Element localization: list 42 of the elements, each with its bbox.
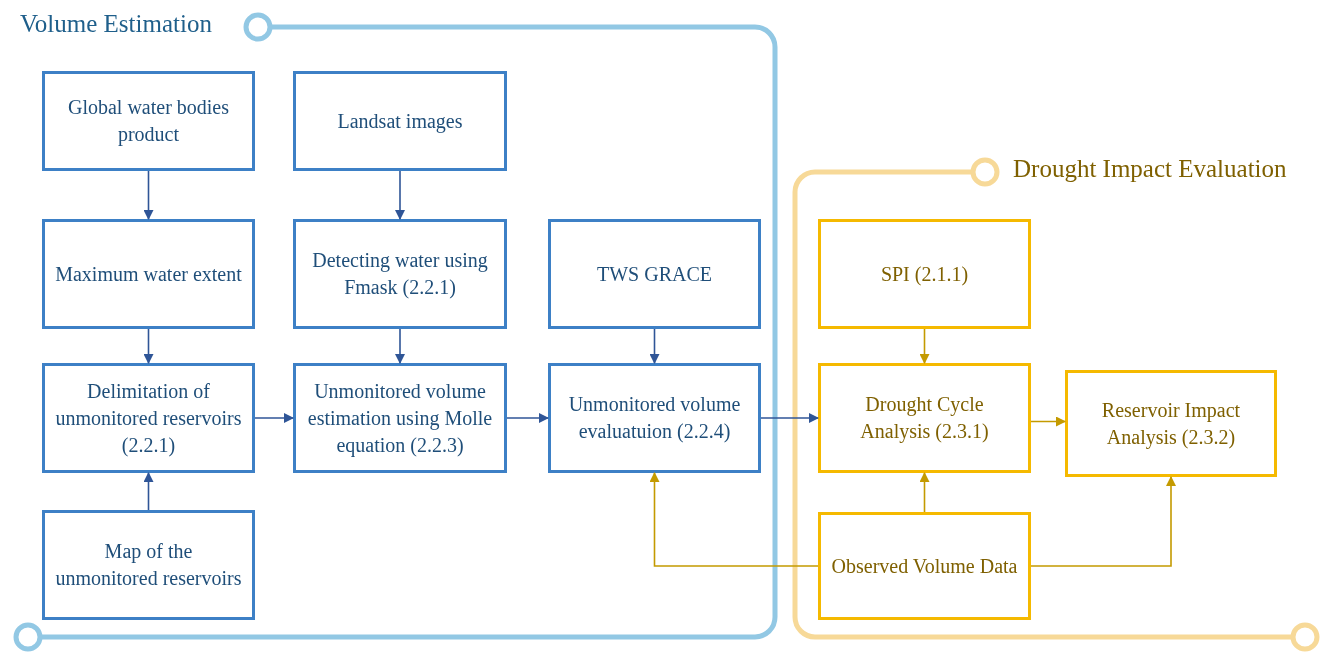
box-label: Detecting water using Fmask (2.2.1) xyxy=(311,248,489,301)
box-label: Global water bodies product xyxy=(66,95,231,148)
arrow xyxy=(143,472,154,511)
process-box xyxy=(42,510,255,620)
group-title: Drought Impact Evaluation xyxy=(1013,156,1287,181)
box-label: SPI (2.1.1) xyxy=(880,261,969,288)
arrow xyxy=(506,413,549,423)
arrow xyxy=(760,413,819,423)
process-box xyxy=(42,363,255,473)
box-label: Map of the unmonitored reservoirs xyxy=(54,539,243,591)
box-label: Delimitation of unmonitored reservoirs (2.2.1) xyxy=(54,378,243,459)
box-label: Reservoir Impact Analysis (2.3.2) xyxy=(1100,397,1242,451)
arrow xyxy=(1030,416,1066,427)
box-label: Unmonitored volume evaluatuion (2.2.4) xyxy=(567,392,742,445)
process-box xyxy=(1065,370,1277,477)
box-label: Observed Volume Data xyxy=(831,553,1018,579)
arrow xyxy=(254,413,294,423)
process-box xyxy=(293,71,507,171)
arrow xyxy=(1030,476,1176,567)
arrow xyxy=(395,328,405,364)
process-box xyxy=(548,219,761,329)
arrow xyxy=(919,328,930,364)
box-label: Drought Cycle Analysis (2.3.1) xyxy=(859,392,990,445)
arrow xyxy=(649,472,819,567)
group-title: Volume Estimation xyxy=(20,11,212,36)
process-box xyxy=(42,219,255,329)
box-label: Maximum water extent xyxy=(55,261,242,287)
process-box xyxy=(818,363,1031,473)
process-box xyxy=(818,219,1031,329)
arrow xyxy=(919,472,930,513)
process-box xyxy=(293,363,507,473)
arrow xyxy=(649,328,660,364)
process-box xyxy=(548,363,761,473)
box-label: TWS GRACE xyxy=(597,261,712,287)
box-label: Unmonitored volume estimation using Molle equation (2.2.3) xyxy=(306,378,494,459)
arrow xyxy=(143,170,154,220)
box-label: Landsat images xyxy=(337,108,463,135)
process-box xyxy=(42,71,255,171)
process-box xyxy=(293,219,507,329)
arrow xyxy=(143,328,154,364)
process-box xyxy=(818,512,1031,620)
arrow xyxy=(395,170,405,220)
